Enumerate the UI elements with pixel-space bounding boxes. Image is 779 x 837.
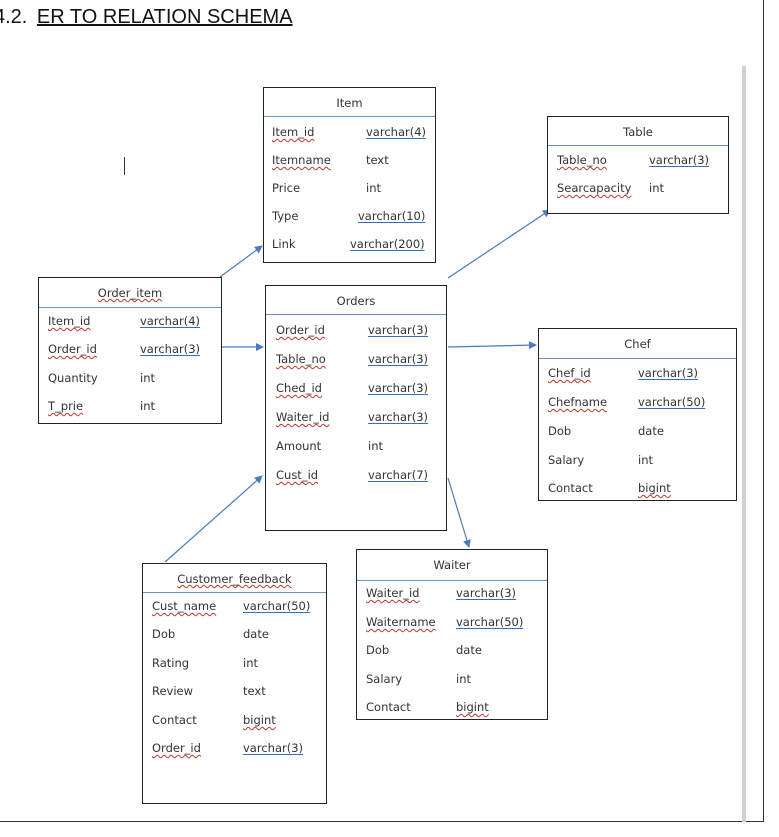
entity-table-title: Table <box>623 125 653 139</box>
entity-order-item-header-rule <box>39 307 221 308</box>
connector-feedback-orders <box>164 475 263 563</box>
entity-order-item-title: Order_item <box>97 286 163 300</box>
section-heading: 4.2. ER TO RELATION SCHEMA <box>0 6 293 29</box>
connector-orders-table <box>447 209 551 279</box>
entity-chef-title: Chef <box>624 337 651 351</box>
entity-item-header-rule <box>264 116 435 117</box>
entity-orders-title: Orders <box>336 294 376 308</box>
entity-waiter-title: Waiter <box>433 558 471 572</box>
connector-orders-waiter <box>447 477 471 548</box>
text-cursor <box>124 157 125 175</box>
entity-item-title: Item <box>336 96 363 110</box>
entity-chef-header-rule <box>539 358 736 359</box>
entity-customer-feedback-title: Customer_feedback <box>177 572 292 586</box>
page-border-right <box>763 0 764 822</box>
entity-customer-feedback-header-rule <box>143 592 326 593</box>
section-title: ER TO RELATION SCHEMA <box>36 6 293 28</box>
entity-table-header-rule <box>548 145 728 146</box>
connector-orders-chef <box>447 341 537 350</box>
section-number: 4.2. <box>0 6 28 28</box>
entity-waiter-header-rule <box>357 580 547 581</box>
page-border-bottom <box>0 821 764 822</box>
image-edge-shadow <box>742 66 746 822</box>
entity-orders-header-rule <box>266 314 446 315</box>
connector-orderitem-item <box>219 245 263 278</box>
